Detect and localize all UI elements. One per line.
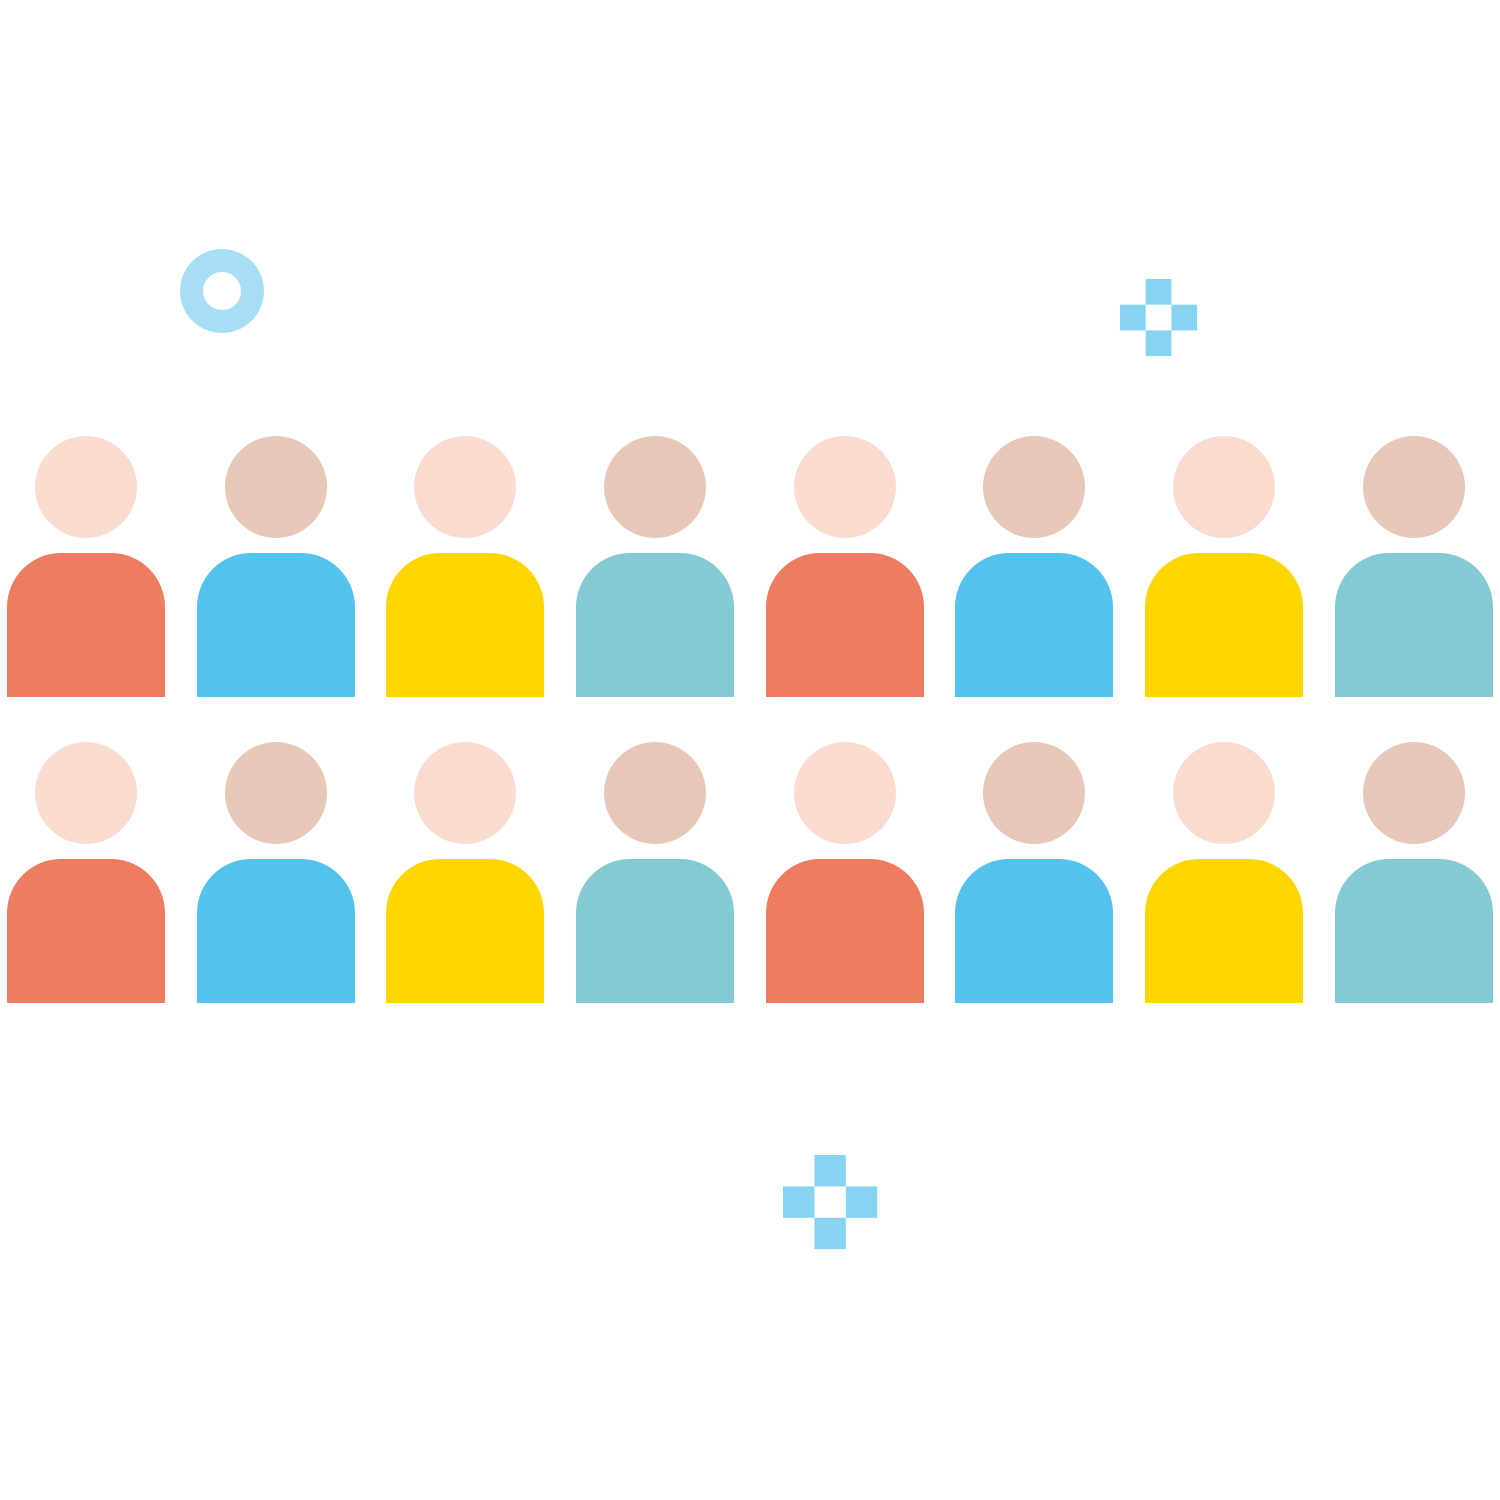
person-figure [576,742,734,1003]
person-head [1363,742,1465,844]
person-figure [576,436,734,697]
person-body [7,553,165,697]
person-figure [386,436,544,697]
sparkle-square [1171,304,1198,331]
person-body [766,553,924,697]
person-figure [7,436,165,697]
person-head [794,436,896,538]
sparkle-square [783,1186,815,1218]
sparkle-square [814,1155,846,1187]
person-body [766,859,924,1003]
person-figure [1145,436,1303,697]
person-figure [766,742,924,1003]
sparkle-square [1145,330,1172,357]
sparkle-icon [1120,279,1198,357]
person-figure [197,436,355,697]
person-head [414,742,516,844]
person-figure [7,742,165,1003]
person-head [1173,742,1275,844]
person-body [197,553,355,697]
person-head [225,436,327,538]
person-figure [386,742,544,1003]
person-figure [197,742,355,1003]
person-body [576,553,734,697]
person-figure [1335,436,1493,697]
person-body [386,859,544,1003]
person-head [225,742,327,844]
person-figure [1145,742,1303,1003]
person-body [7,859,165,1003]
person-body [1145,553,1303,697]
person-body [955,859,1113,1003]
person-figure [1335,742,1493,1003]
person-head [1363,436,1465,538]
person-head [604,742,706,844]
person-head [604,436,706,538]
person-body [576,859,734,1003]
person-figure [955,742,1113,1003]
person-body [197,859,355,1003]
person-body [955,553,1113,697]
person-head [414,436,516,538]
person-body [1335,859,1493,1003]
person-head [983,742,1085,844]
person-body [1335,553,1493,697]
sparkle-square [814,1217,846,1250]
sparkle-square [1120,304,1146,331]
sparkle-square [845,1186,878,1218]
person-head [35,436,137,538]
person-figure [955,436,1113,697]
person-head [35,742,137,844]
ring-icon [180,249,264,333]
person-head [794,742,896,844]
crowd [7,436,1493,1003]
sparkle-icon [783,1155,878,1250]
person-figure [766,436,924,697]
person-head [1173,436,1275,538]
person-body [386,553,544,697]
person-body [1145,859,1303,1003]
decorations [180,249,1198,1250]
person-head [983,436,1085,538]
sparkle-square [1145,279,1172,305]
